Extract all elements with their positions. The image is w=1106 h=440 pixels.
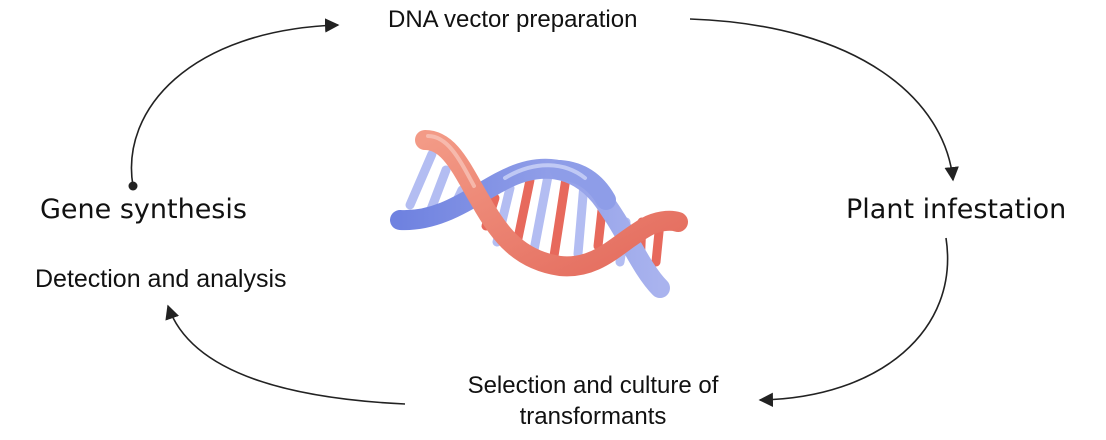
arrow-vector-to-plant (689, 18, 959, 182)
step-selection-line-2: transformants (519, 403, 667, 430)
arrow-gene-to-vector (130, 18, 340, 187)
step-selection-and-culture: Selection and culture of transformants (448, 370, 738, 432)
arrow-selection-to-detection (165, 304, 406, 405)
arrow-plant-to-selection (758, 237, 949, 407)
step-gene-synthesis: Gene synthesis (40, 194, 247, 225)
step-detection-and-analysis: Detection and analysis (35, 265, 287, 293)
dna-double-helix-icon (390, 130, 688, 298)
step-plant-infestation: Plant infestation (846, 194, 1067, 225)
arrow-start-dot (128, 181, 138, 191)
step-selection-line-1: Selection and culture of (467, 372, 719, 399)
step-dna-vector-preparation: DNA vector preparation (388, 6, 638, 33)
